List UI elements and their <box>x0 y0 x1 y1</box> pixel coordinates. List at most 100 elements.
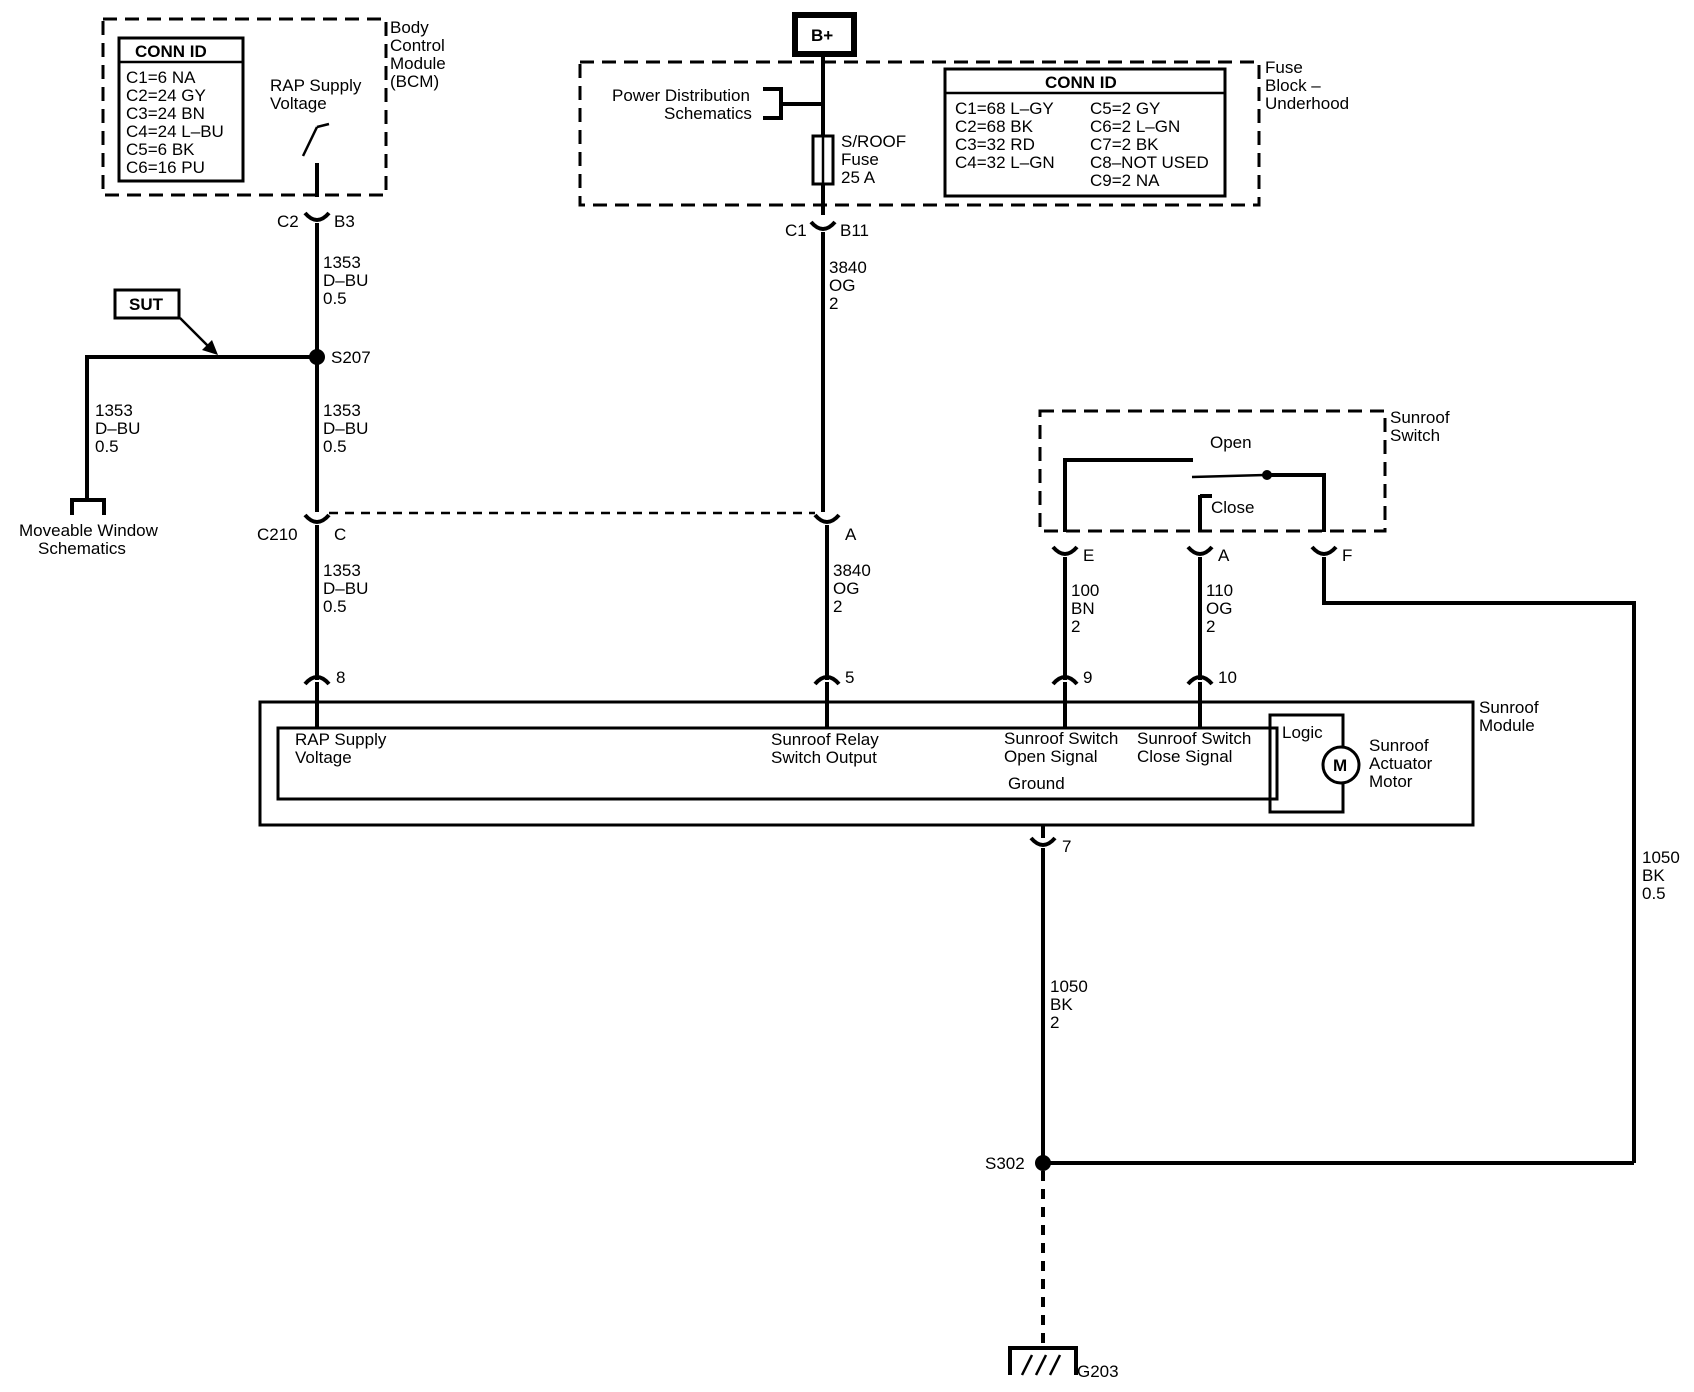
wire-3840-upper-size: 2 <box>829 294 838 313</box>
connector-c2-icon <box>303 211 331 222</box>
fuse-block-name-1: Fuse <box>1265 58 1303 77</box>
sunroof-module-name-2: Module <box>1479 716 1535 735</box>
battery-label: B+ <box>811 26 833 45</box>
motor-label-2: Actuator <box>1369 754 1433 773</box>
module-pin-5: 5 <box>845 668 854 687</box>
bcm-name-3: Module <box>390 54 446 73</box>
module-pin-8-icon <box>303 675 331 686</box>
wire-3840-lower-num: 3840 <box>833 561 871 580</box>
wire-1050-switch-color: BK <box>1642 866 1665 885</box>
wire-1353-lower-size: 0.5 <box>323 597 347 616</box>
wire-3840-lower-size: 2 <box>833 597 842 616</box>
power-dist-label-2: Schematics <box>664 104 752 123</box>
fuse-label-2: Fuse <box>841 150 879 169</box>
wire-1353-upper-size: 0.5 <box>323 289 347 308</box>
switch-pin-a: A <box>1218 546 1230 565</box>
sunroof-module-inner <box>276 726 1279 801</box>
wire-1050-module-size: 2 <box>1050 1013 1059 1032</box>
bcm-section: CONN ID C1=6 NA C2=24 GY C3=24 BN C4=24 … <box>101 17 446 197</box>
module-rap-label-1: RAP Supply <box>295 730 387 749</box>
module-pin-8: 8 <box>336 668 345 687</box>
fuse-block-conn-id-c2: C2=68 BK <box>955 117 1034 136</box>
motor-label-1: Sunroof <box>1369 736 1429 755</box>
connector-c210-label: C210 <box>257 525 298 544</box>
wire-110-color: OG <box>1206 599 1232 618</box>
bcm-name-2: Control <box>390 36 445 55</box>
fuse-block-conn-id-c7: C7=2 BK <box>1090 135 1159 154</box>
fuse-block-conn-id-box <box>943 67 1227 198</box>
wire-1050-module-num: 1050 <box>1050 977 1088 996</box>
wire-1353-window-num: 1353 <box>95 401 133 420</box>
battery-terminal-box <box>792 12 857 57</box>
fuse-label-1: S/ROOF <box>841 132 906 151</box>
wire-1353-window-color: D–BU <box>95 419 140 438</box>
bcm-conn-id-6: C6=16 PU <box>126 158 205 177</box>
wire-1050-module-color: BK <box>1050 995 1073 1014</box>
wire-1353-window-size: 0.5 <box>95 437 119 456</box>
sunroof-switch-section: Sunroof Switch Open Close <box>1038 408 1450 533</box>
bcm-conn-id-1: C1=6 NA <box>126 68 196 87</box>
bcm-switch-blade-icon <box>301 126 319 157</box>
fuse-connector-pin: B11 <box>840 221 869 240</box>
connector-c1-icon <box>809 220 837 231</box>
wire-1353-mid-size: 0.5 <box>323 437 347 456</box>
sunroof-module-name-1: Sunroof <box>1479 698 1539 717</box>
wire-1353-lower-num: 1353 <box>323 561 361 580</box>
wire-100-num: 100 <box>1071 581 1099 600</box>
connector-switch-f-icon <box>1310 545 1338 556</box>
bcm-conn-id-3: C3=24 BN <box>126 104 205 123</box>
fuse-block-section: Fuse Block – Underhood Power Distributio… <box>578 56 1349 215</box>
module-open-signal-label-1: Sunroof Switch <box>1004 729 1118 748</box>
switch-pin-e: E <box>1083 546 1094 565</box>
switch-pin-f: F <box>1342 546 1352 565</box>
sunroof-switch-close-label: Close <box>1211 498 1254 517</box>
bcm-name-1: Body <box>390 18 429 37</box>
moveable-window-ref-icon <box>70 498 106 515</box>
module-pin-9: 9 <box>1083 668 1092 687</box>
power-dist-label-1: Power Distribution <box>612 86 750 105</box>
ground-g203-label: G203 <box>1077 1362 1119 1381</box>
bcm-conn-id-title: CONN ID <box>135 42 207 61</box>
splice-s302-dot-icon <box>1035 1155 1051 1171</box>
bcm-conn-id-2: C2=24 GY <box>126 86 206 105</box>
connector-switch-e-icon <box>1051 545 1079 556</box>
fuse-block-outline <box>578 60 1261 207</box>
wire-3840-lower-color: OG <box>833 579 859 598</box>
sut-tag: SUT <box>113 288 218 355</box>
connector-switch-a-icon <box>1186 545 1214 556</box>
splice-s302: S302 <box>985 1154 1051 1173</box>
wire-100-color: BN <box>1071 599 1095 618</box>
splice-s207-label: S207 <box>331 348 371 367</box>
module-ground-label: Ground <box>1008 774 1065 793</box>
fuse-connector: C1 B11 <box>785 220 869 240</box>
switch-open-contact-icon <box>1063 458 1193 532</box>
fuse-block-conn-id-c1: C1=68 L–GY <box>955 99 1054 118</box>
wire-1353-mid-color: D–BU <box>323 419 368 438</box>
ground-icon <box>1008 1346 1078 1375</box>
module-pin-10: 10 <box>1218 668 1237 687</box>
bcm-switch-stub-icon <box>316 122 330 129</box>
wire-1353-mid-num: 1353 <box>323 401 361 420</box>
bcm-supply-label-2: Voltage <box>270 94 327 113</box>
bcm-conn-id-box <box>117 36 245 183</box>
splice-s302-label: S302 <box>985 1154 1025 1173</box>
wire-1353-lower-color: D–BU <box>323 579 368 598</box>
fuse-block-conn-id-c5: C5=2 GY <box>1090 99 1160 118</box>
fuse-block-conn-id-c9: C9=2 NA <box>1090 171 1160 190</box>
power-dist-ref-icon <box>763 87 783 120</box>
wire-3840-upper-num: 3840 <box>829 258 867 277</box>
connector-c210-c-icon <box>303 513 331 524</box>
switch-close-contact-icon <box>1198 494 1212 498</box>
bcm-conn-id-5: C5=6 BK <box>126 140 195 159</box>
module-close-signal-label-1: Sunroof Switch <box>1137 729 1251 748</box>
sunroof-switch-connectors: E A F <box>1051 545 1352 565</box>
module-pin-9-icon <box>1051 675 1079 686</box>
sunroof-switch-open-label: Open <box>1210 433 1252 452</box>
wire-1353-upper-color: D–BU <box>323 271 368 290</box>
motor-icon <box>1321 745 1361 785</box>
connector-c210-a-icon <box>813 513 841 524</box>
ground-g203: G203 <box>1008 1346 1119 1381</box>
fuse-block-conn-id-c3: C3=32 RD <box>955 135 1035 154</box>
module-logic-label: Logic <box>1282 723 1323 742</box>
